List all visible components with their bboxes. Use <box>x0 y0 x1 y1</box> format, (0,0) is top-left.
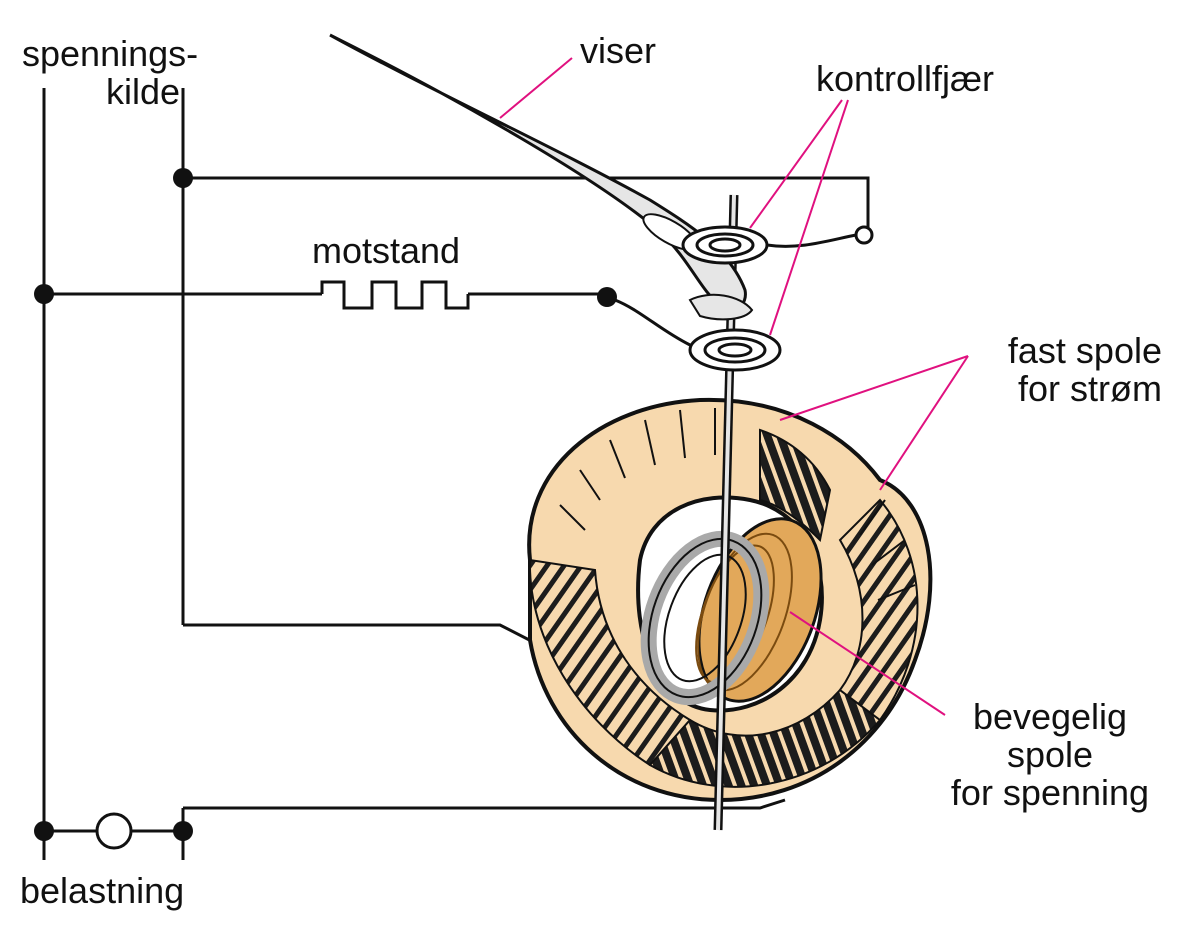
junction-dot <box>34 284 54 304</box>
label-voltage-source-line1: spennings- <box>22 33 199 74</box>
label-voltage-source-line2: kilde <box>106 71 181 112</box>
leader-pointer <box>499 57 573 119</box>
label-fixed-coil-line1: fast spole <box>1007 330 1162 371</box>
leader-lines <box>499 57 969 716</box>
pointer-arm-lower <box>688 293 754 321</box>
label-fixed-coil: fast spole for strøm <box>1008 332 1162 408</box>
junction-dots <box>34 168 617 841</box>
label-moving-coil: bevegelig spole for spenning <box>930 698 1170 812</box>
leader-fixed-coil-right <box>879 355 969 491</box>
junction-dot <box>173 821 193 841</box>
label-fixed-coil-line2: for strøm <box>1018 368 1162 409</box>
upper-spring <box>681 225 857 265</box>
leader-spring-upper <box>749 99 843 229</box>
label-moving-coil-line2: spole <box>1006 734 1094 775</box>
leader-spring-lower <box>769 99 849 336</box>
label-resistor: motstand <box>312 230 461 271</box>
leader-fixed-coil-top <box>779 355 969 421</box>
label-moving-coil-line3: for spenning <box>950 772 1150 813</box>
label-voltage-source: spennings- kilde <box>22 35 198 111</box>
resistor-zigzag <box>320 280 470 310</box>
wire-to-upper-spring <box>183 176 870 232</box>
junction-dot <box>597 287 617 307</box>
junction-dot <box>34 821 54 841</box>
label-pointer: viser <box>580 30 657 71</box>
leader-moving-coil <box>789 611 946 716</box>
wire-to-fixed-coil <box>183 623 546 650</box>
wire-from-fixed-coil <box>183 798 786 810</box>
label-load: belastning <box>20 870 185 911</box>
spring-terminal <box>854 225 874 245</box>
moving-coil <box>640 517 823 706</box>
load-symbol <box>95 812 133 850</box>
junction-dot <box>173 168 193 188</box>
lower-spring <box>614 298 782 372</box>
label-control-springs: kontrollfjær <box>816 58 995 99</box>
label-moving-coil-line1: bevegelig <box>972 696 1128 737</box>
